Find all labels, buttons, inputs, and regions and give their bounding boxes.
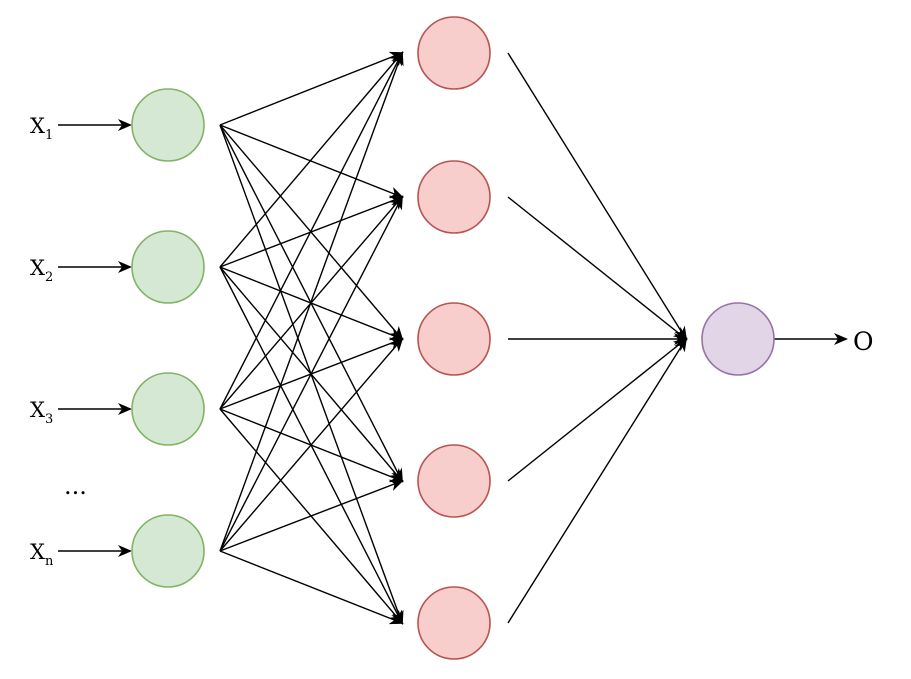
- edge-input-n-hidden-4: [219, 479, 404, 552]
- hidden-node-3: [417, 302, 491, 376]
- hidden-node-5: [417, 586, 491, 660]
- edge-hidden-5-output: [507, 337, 688, 624]
- input-label-3: X3: [30, 398, 53, 427]
- nodes-layer: [131, 16, 775, 660]
- edge-hidden-1-output: [507, 52, 688, 341]
- edge-input-n-hidden-5: [219, 550, 404, 625]
- edge-hidden-4-output: [507, 337, 688, 482]
- edge-input-n-hidden-3: [219, 337, 404, 552]
- input-label-2: X2: [30, 256, 53, 285]
- edge-input-n-hidden-2: [219, 195, 403, 552]
- input-node-1: [131, 88, 205, 162]
- hidden-node-1: [417, 16, 491, 90]
- ellipsis: ...: [64, 472, 87, 500]
- input-node-n: [131, 514, 205, 588]
- edges-layer: [58, 51, 848, 625]
- edge-input-1-hidden-1: [219, 51, 404, 126]
- hidden-node-4: [417, 444, 491, 518]
- edge-input-2-hidden-1: [219, 51, 404, 268]
- input-node-3: [131, 372, 205, 446]
- output-label: O: [853, 327, 874, 356]
- input-label-n: Xn: [30, 540, 54, 569]
- edge-hidden-2-output: [507, 196, 688, 341]
- edge-input-3-hidden-1: [219, 51, 403, 410]
- input-label-1: X1: [30, 114, 53, 143]
- input-node-2: [131, 230, 205, 304]
- output-node: [701, 302, 775, 376]
- edge-input-n-hidden-1: [219, 51, 404, 552]
- hidden-node-2: [417, 160, 491, 234]
